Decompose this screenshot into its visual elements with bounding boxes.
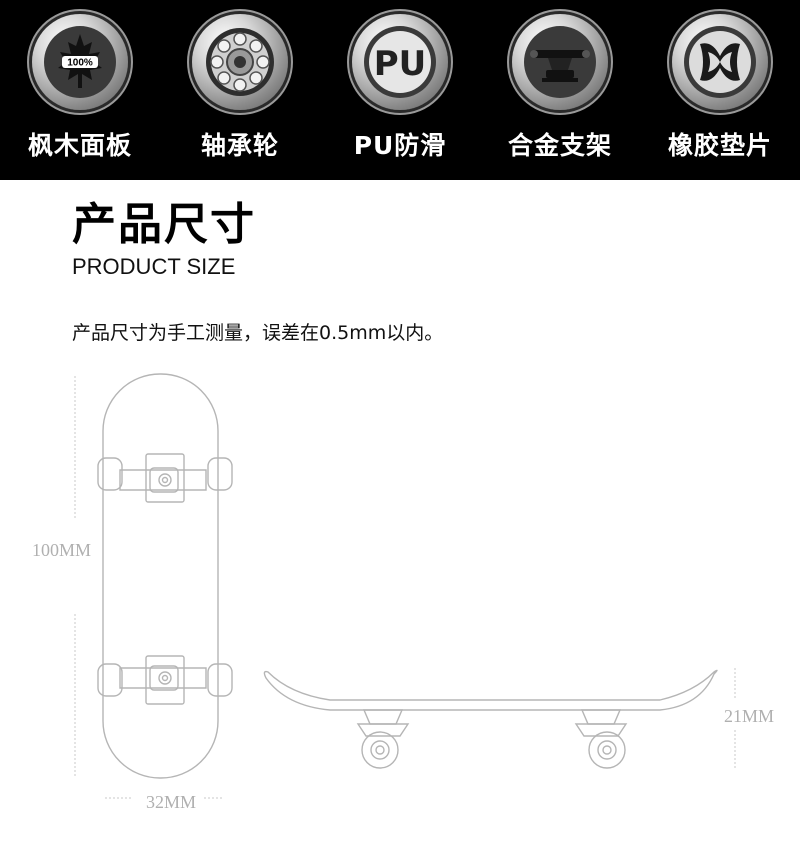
- front-truck: [97, 453, 233, 503]
- feature-label: 轴承轮: [200, 131, 279, 160]
- section-subtitle: PRODUCT SIZE: [72, 254, 236, 279]
- length-label: 100MM: [32, 540, 92, 560]
- feature-label: 橡胶垫片: [667, 131, 772, 160]
- feature-label: 合金支架: [507, 131, 612, 160]
- deck-top-view: [102, 373, 219, 779]
- side-truck-rear: [574, 709, 628, 769]
- feature-label: 枫木面板: [27, 131, 132, 160]
- feature-rubber: 橡胶垫片: [640, 0, 800, 180]
- feature-bearing: 轴承轮: [160, 0, 320, 180]
- truck-icon: [512, 14, 608, 110]
- badge-text: 100%: [67, 58, 93, 69]
- feature-label: PU防滑: [353, 131, 447, 160]
- side-truck-front: [356, 709, 410, 769]
- maple-leaf-icon: 100%: [32, 14, 128, 110]
- section-title: 产品尺寸: [72, 199, 256, 250]
- measurement-note: 产品尺寸为手工测量，误差在0.5mm以内。: [72, 322, 444, 344]
- badge-text: PU: [374, 44, 427, 84]
- pu-icon: PU: [352, 14, 448, 110]
- deck-side-view: [263, 669, 718, 711]
- feature-maple: 100% 枫木面板: [0, 0, 160, 180]
- rear-truck: [97, 655, 233, 705]
- feature-pu: PU PU防滑: [320, 0, 480, 180]
- feature-banner: 100% 枫木面板 轴承轮: [0, 0, 800, 180]
- width-label: 32MM: [146, 792, 197, 812]
- feature-truck: 合金支架: [480, 0, 640, 180]
- bearing-icon: [192, 14, 288, 110]
- height-label: 21MM: [724, 706, 775, 726]
- rubber-pad-icon: [672, 14, 768, 110]
